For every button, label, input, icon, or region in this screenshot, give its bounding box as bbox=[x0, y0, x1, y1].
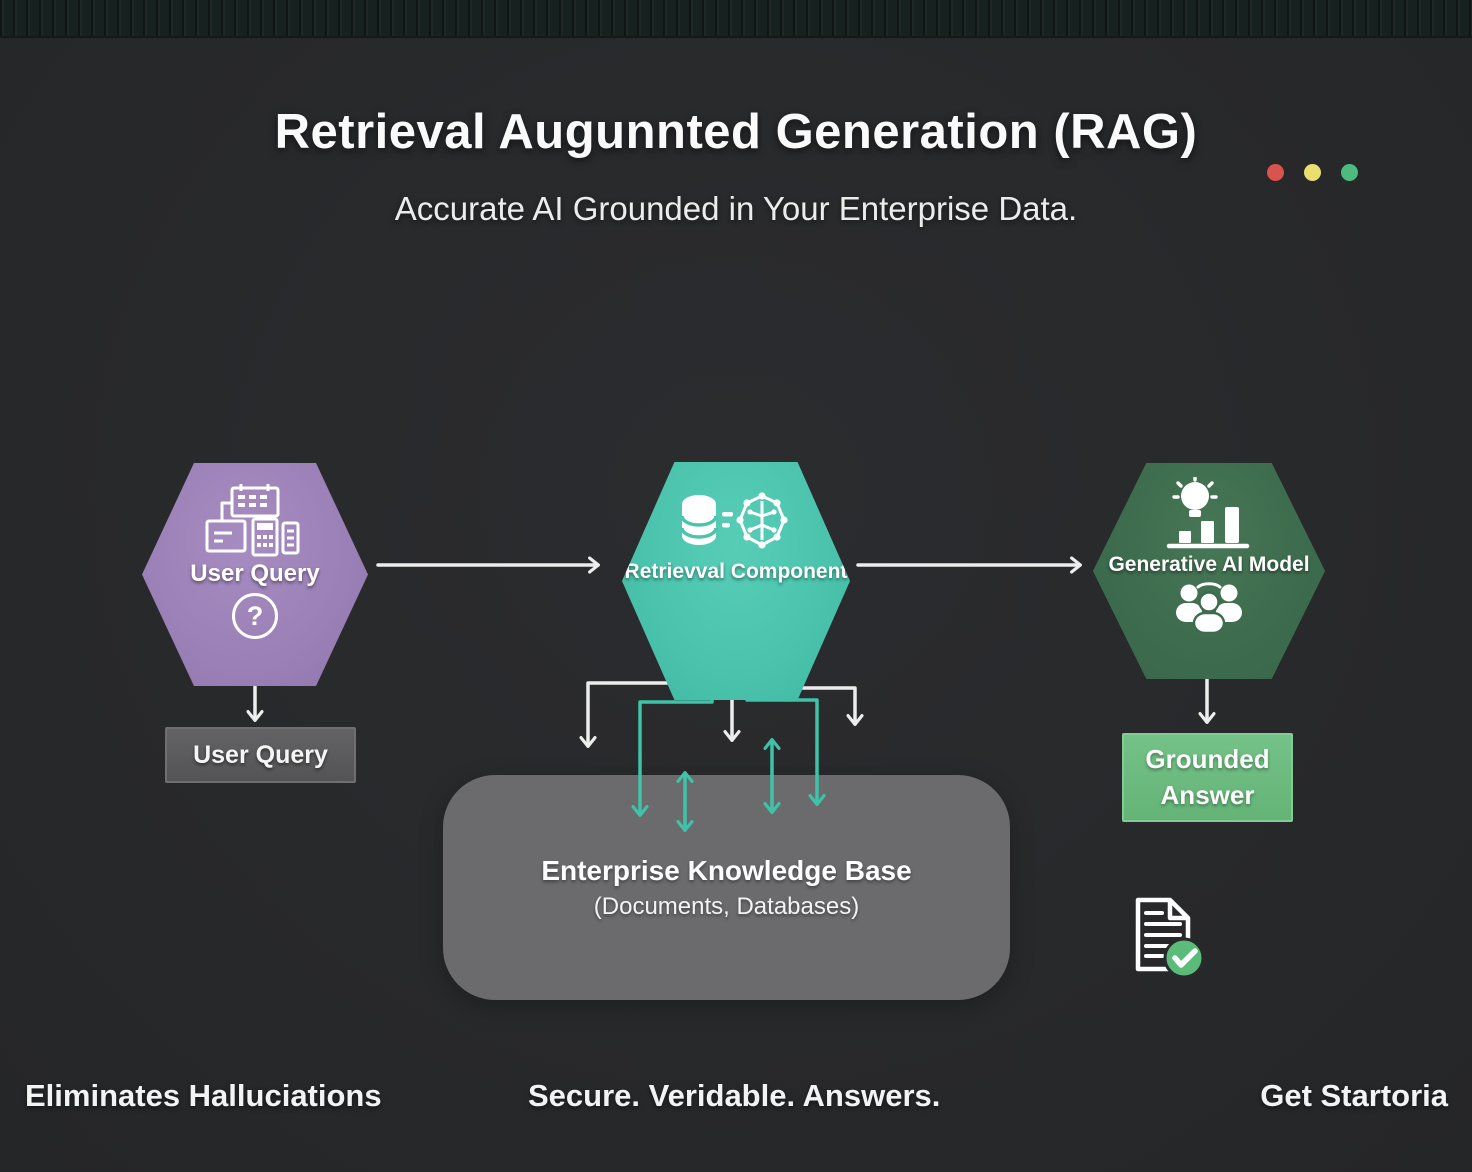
page-title: Retrieval Augunnted Generation (RAG) bbox=[274, 105, 1198, 159]
get-started-link[interactable]: Get Startoria bbox=[1260, 1078, 1448, 1113]
traffic-dots bbox=[1267, 164, 1358, 181]
database-icon bbox=[680, 495, 718, 545]
user-query-box: User Query bbox=[165, 727, 356, 783]
team-icon bbox=[1176, 582, 1242, 635]
hex-label: Generative AI Model bbox=[1108, 553, 1310, 576]
hex-label: User Query bbox=[190, 560, 320, 587]
check-badge-icon bbox=[1163, 937, 1205, 979]
hex-label: Retrievval Component bbox=[624, 560, 848, 583]
knowledge-base-subtitle: (Documents, Databases) bbox=[593, 892, 860, 920]
node-retrieval-hex: Retrievval Component bbox=[622, 462, 850, 700]
page-subtitle: Accurate AI Grounded in Your Enterprise … bbox=[394, 190, 1078, 227]
calculator-icon bbox=[251, 517, 279, 557]
node-user-query-hex: User Query ? bbox=[142, 463, 368, 686]
card-icon bbox=[205, 519, 247, 553]
device-icon bbox=[281, 521, 300, 555]
yellow-dot-icon bbox=[1304, 164, 1321, 181]
green-dot-icon bbox=[1341, 164, 1358, 181]
query-sources-icon bbox=[205, 484, 300, 557]
grounded-answer-box: Grounded Answer bbox=[1122, 733, 1293, 822]
knowledge-base-title: Enterprise Knowledge Base bbox=[541, 854, 912, 886]
question-circle-icon: ? bbox=[232, 593, 278, 640]
footer-secure-answers: Secure. Veridable. Answers. bbox=[528, 1078, 941, 1113]
ai-brain-icon bbox=[738, 494, 786, 547]
idea-bar-chart-icon bbox=[1166, 477, 1250, 549]
footer-eliminates-hallucinations: Eliminates Halluciations bbox=[25, 1078, 382, 1113]
database-brain-icon bbox=[680, 492, 788, 549]
node-generative-hex: Generative AI Model bbox=[1093, 463, 1325, 679]
verified-document-icon bbox=[1128, 893, 1208, 988]
calendar-icon bbox=[230, 486, 280, 518]
red-dot-icon bbox=[1267, 164, 1284, 181]
knowledge-base-panel: Enterprise Knowledge Base (Documents, Da… bbox=[443, 775, 1010, 1000]
top-texture-strip bbox=[0, 0, 1472, 38]
